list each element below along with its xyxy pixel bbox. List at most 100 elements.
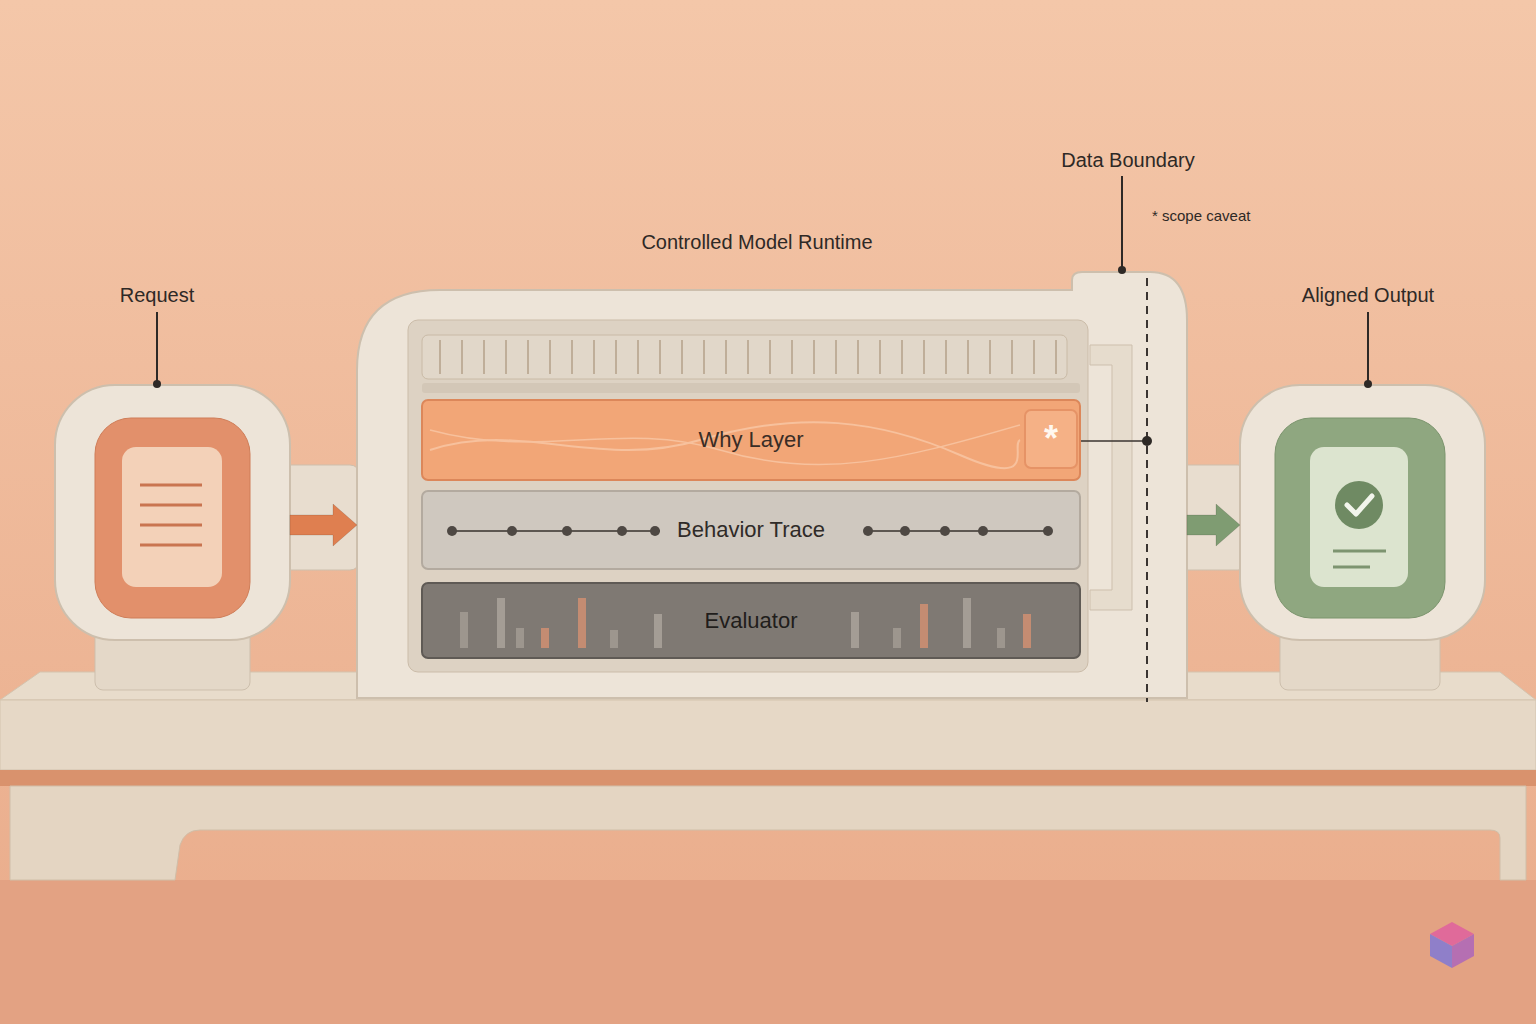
runtime-housing-part: [357, 272, 1187, 698]
runtime-housing-part: [408, 320, 1088, 672]
behavior-trace-band-part: [865, 530, 1050, 532]
data-boundary-line-part: [1142, 436, 1152, 446]
leader-lines-part: [1121, 176, 1123, 268]
data-boundary-line-part: [1081, 440, 1143, 442]
why-layer-band-part: [430, 425, 1020, 465]
runtime-housing-part: [440, 340, 1056, 374]
leader-lines-part: [156, 312, 158, 382]
leader-lines: [153, 176, 1372, 388]
ground-part: [0, 880, 1536, 1024]
flow-arrow: [290, 504, 357, 546]
platform-part: [0, 770, 1536, 786]
leader-lines-part: [1367, 312, 1369, 382]
node-heading: Request: [0, 284, 357, 306]
evaluator-band-part: [541, 628, 549, 648]
output-device-part: [1333, 566, 1370, 569]
behavior-trace-band-part: [863, 526, 873, 536]
leader-lines-part: [153, 380, 161, 388]
behavior-trace-band-part: [507, 526, 517, 536]
runtime-housing-part: [422, 335, 1067, 379]
behavior-trace-band-part: [617, 526, 627, 536]
output-device-part: [1178, 465, 1248, 570]
evaluator-band: [422, 583, 1080, 658]
node-label: Why Layer: [698, 429, 803, 451]
request-device-part: [140, 484, 202, 487]
runtime-housing: Controlled Model RuntimeWhy Layer*Behavi…: [357, 288, 1187, 698]
node-label: *: [1044, 421, 1058, 457]
runtime-housing-part: [1090, 345, 1132, 610]
output-device-part: [1310, 447, 1408, 587]
behavior-trace-band-part: [450, 530, 660, 532]
request-device: [55, 385, 360, 690]
behavior-trace-band-part: [1043, 526, 1053, 536]
watermark-cube-part: [1452, 934, 1474, 968]
platform: [0, 672, 1536, 880]
output-device-part: [1347, 496, 1372, 514]
node-label: Evaluator: [705, 610, 798, 632]
evaluator-band-part: [963, 598, 971, 648]
behavior-trace-band: Behavior Trace: [422, 491, 1080, 569]
data-boundary-line: [1081, 278, 1152, 702]
evaluator-band-part: [578, 598, 586, 648]
request-device-part: [140, 524, 202, 527]
evaluator-band-part: [460, 612, 468, 648]
request-device-part: [140, 544, 202, 547]
runtime-housing-part: [422, 383, 1080, 393]
evaluator-band-part: [610, 630, 618, 648]
boundary-label: Data Boundary: [1028, 149, 1228, 171]
platform-part: [0, 700, 1536, 770]
evaluator-band-part: [422, 583, 1080, 658]
behavior-trace-band-part: [900, 526, 910, 536]
leader-lines-part: [1118, 266, 1126, 274]
evaluator-band-part: [516, 628, 524, 648]
watermark-cube: [1430, 922, 1474, 968]
node-heading: Aligned Output: [1168, 284, 1536, 306]
node-heading: Controlled Model Runtime: [357, 231, 1157, 253]
caveat-note: * scope caveat: [1152, 205, 1352, 227]
platform-part: [10, 786, 1526, 880]
behavior-trace-band-part: [422, 491, 1080, 569]
behavior-trace-band-part: [562, 526, 572, 536]
why-layer-band: Why Layer *: [422, 400, 1080, 480]
request-device: Request: [55, 385, 290, 665]
runtime-housing: [357, 272, 1187, 698]
caveat-marker: *: [1025, 410, 1077, 468]
evaluator-band-part: [497, 598, 505, 648]
behavior-trace-band-part: [978, 526, 988, 536]
evaluator-band-part: [997, 628, 1005, 648]
flow-arrow: [1187, 504, 1240, 546]
evaluator-band-part: [851, 612, 859, 648]
node-label: Behavior Trace: [677, 519, 825, 541]
watermark-cube-part: [1430, 934, 1452, 968]
data-boundary-line-part: [1146, 278, 1148, 702]
behavior-trace-band-part: [650, 526, 660, 536]
behavior-trace-band-part: [447, 526, 457, 536]
output-device-part: [1333, 550, 1386, 553]
why-layer-band-part: [422, 400, 1080, 480]
evaluator-band-part: [920, 604, 928, 648]
why-layer-band-part: [430, 422, 1020, 468]
evaluator-band-part: [654, 614, 662, 648]
request-device-part: [140, 504, 202, 507]
output-device-part: [1335, 481, 1383, 529]
evaluator-band-part: [1023, 614, 1031, 648]
output-device-part: [1240, 385, 1485, 640]
evaluator-band-part: [893, 628, 901, 648]
why-layer-band-part: [1025, 410, 1077, 468]
output-device-part: [1275, 418, 1445, 618]
behavior-trace-band-part: [940, 526, 950, 536]
output-device: Aligned Output: [1240, 385, 1485, 665]
request-device-part: [95, 418, 250, 618]
request-device-part: [122, 447, 222, 587]
leader-lines-part: [1364, 380, 1372, 388]
behavior-trace-band: [422, 491, 1080, 569]
why-layer-band: [422, 400, 1080, 480]
request-device-part: [55, 385, 290, 640]
output-device: [1178, 385, 1485, 690]
evaluator-band: Evaluator: [422, 583, 1080, 658]
